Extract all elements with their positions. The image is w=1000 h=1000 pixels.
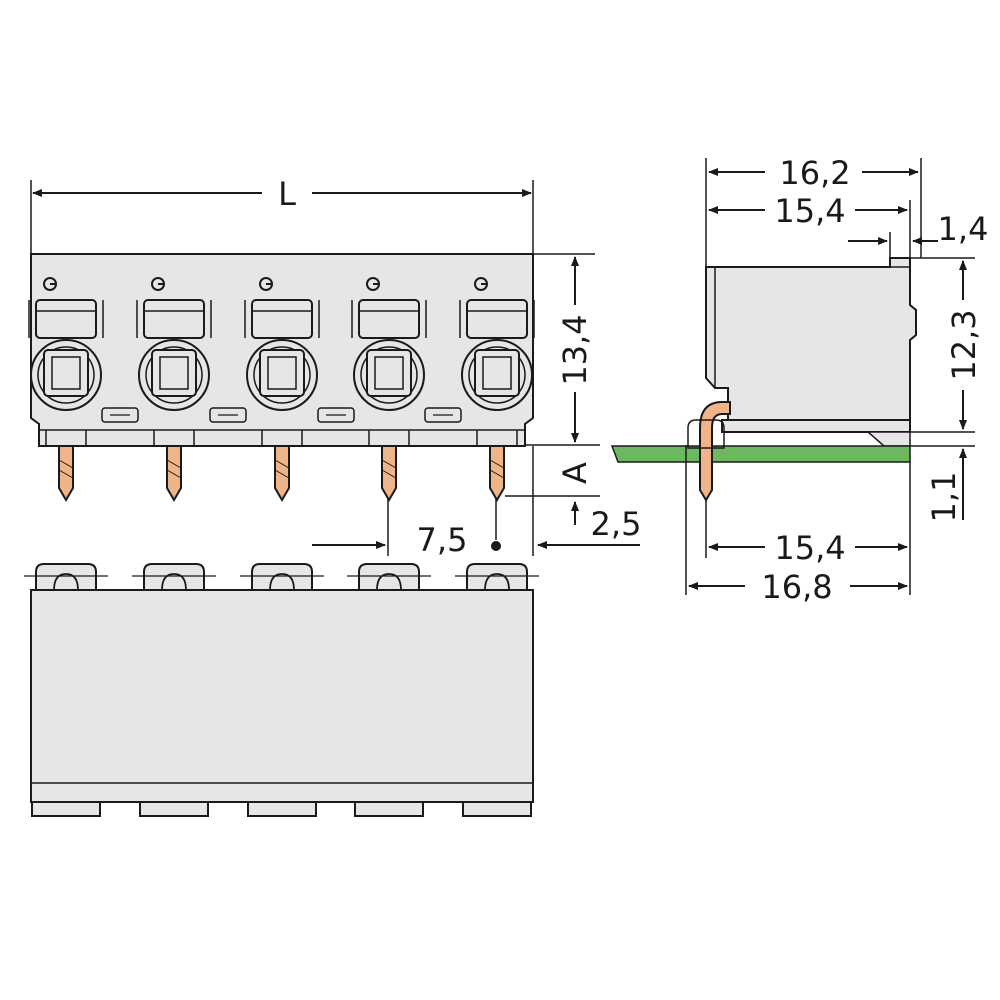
solder-pin (274, 445, 290, 502)
side-pin (699, 401, 731, 502)
top-tab (24, 563, 108, 591)
dim-pin-offset: 2,5 (591, 505, 642, 543)
solder-pin (166, 445, 182, 502)
terminal-slot (244, 277, 355, 446)
top-tab (455, 563, 539, 591)
bottom-foot (354, 801, 424, 817)
dim-pin-length-label: A (556, 462, 594, 484)
terminal-slot (459, 277, 535, 446)
bottom-foot (139, 801, 209, 817)
bottom-foot (31, 801, 101, 817)
side-view: 16,2 15,4 1,4 12,3 1,1 (610, 154, 989, 606)
dim-length-label: L (278, 175, 296, 213)
dim-depth-body: 15,4 (774, 192, 845, 230)
dim-overall-bottom: 16,8 (761, 568, 832, 606)
solder-pin (489, 445, 505, 502)
dim-pitch: 7,5 (417, 521, 468, 559)
dim-lip: 1,4 (938, 210, 989, 248)
dim-height-front: 13,4 (556, 314, 594, 385)
side-housing (705, 257, 917, 421)
dim-height-side: 12,3 (945, 309, 983, 380)
dim-depth-overall: 16,2 (779, 154, 850, 192)
bottom-foot (247, 801, 317, 817)
bottom-foot (462, 801, 532, 817)
top-tab (132, 563, 216, 591)
bottom-housing (30, 589, 534, 803)
solder-pin (58, 445, 74, 502)
bottom-view (24, 563, 539, 817)
solder-pin (381, 445, 397, 502)
top-tab (347, 563, 431, 591)
front-view: L 13,4 A 7,5 2,5 (28, 175, 642, 559)
dim-pin-span: 15,4 (774, 529, 845, 567)
terminal-slot (351, 277, 462, 446)
terminal-slot (28, 277, 139, 446)
dim-board-thickness: 1,1 (925, 472, 963, 523)
terminal-slot (136, 277, 247, 446)
pcb-board (610, 445, 911, 463)
top-tab (240, 563, 324, 591)
